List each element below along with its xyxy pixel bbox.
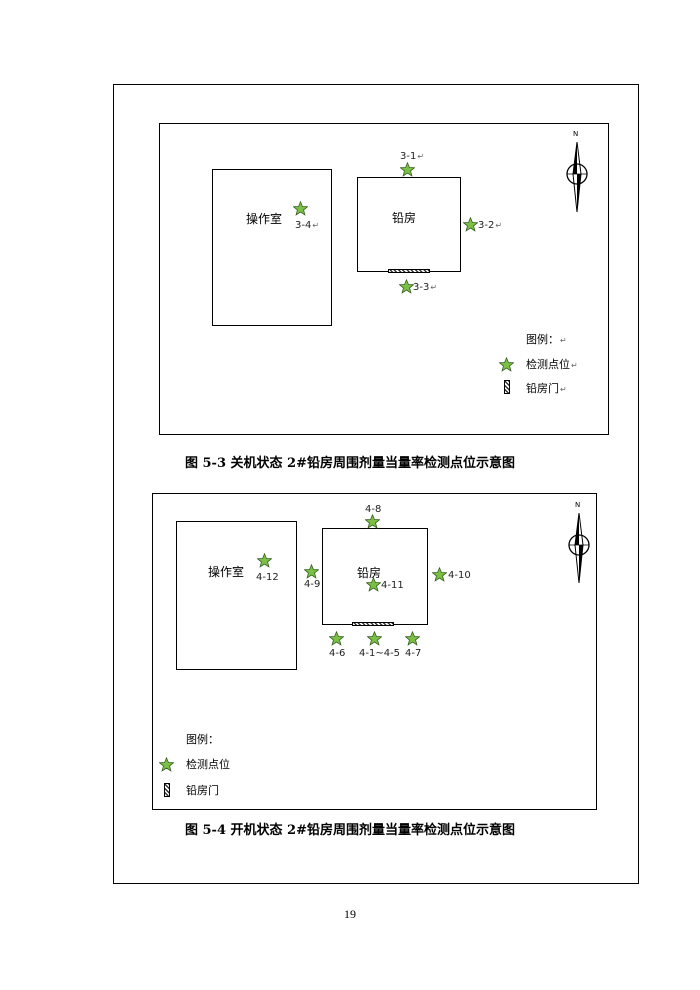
figure-caption-5-4: 图 5-4 开机状态 2#铅房周围剂量当量率检测点位示意图 xyxy=(184,823,515,838)
lead-room-door xyxy=(388,269,430,273)
legend-star-icon xyxy=(159,757,174,772)
legend-title: 图例： xyxy=(186,733,219,746)
lead-room-door xyxy=(352,622,394,626)
point-label-4-11: 4-11 xyxy=(381,580,404,591)
detection-point-star-icon xyxy=(329,631,344,646)
point-label-3-4: 3-4↵ xyxy=(295,220,320,231)
point-label-4-1-to-4-5: 4-1~4-5 xyxy=(359,648,401,659)
detection-point-star-icon xyxy=(304,564,319,579)
page-number: 19 xyxy=(344,907,356,921)
point-label-3-1: 3-1↵ xyxy=(400,151,425,162)
legend-door-label: 铅房门 xyxy=(186,784,219,797)
detection-point-star-icon xyxy=(463,217,478,232)
legend-door-label: 铅房门↵ xyxy=(526,382,567,395)
page-frame xyxy=(113,84,639,884)
compass-n-label: N xyxy=(573,130,579,138)
legend-door-icon xyxy=(504,380,510,394)
detection-point-star-icon xyxy=(432,567,447,582)
detection-point-star-icon xyxy=(405,631,420,646)
legend-door-icon xyxy=(164,783,170,797)
operation-room-label: 操作室 xyxy=(208,565,245,579)
operation-room-label: 操作室 xyxy=(246,212,283,226)
detection-point-star-icon xyxy=(365,514,380,529)
point-label-4-6: 4-6 xyxy=(329,648,346,659)
compass-n-label: N xyxy=(575,501,581,509)
north-arrow-icon xyxy=(564,505,594,585)
operation-room xyxy=(212,169,332,326)
legend-point-label: 检测点位 xyxy=(186,758,230,771)
detection-point-star-icon xyxy=(366,577,381,592)
point-label-4-12: 4-12 xyxy=(256,572,279,583)
diagram-figure-5-4: 操作室 铅房 4-8 4-9 4-10 4-11 4-12 4-6 4-1~4-… xyxy=(152,493,597,810)
detection-point-star-icon xyxy=(399,279,414,294)
legend-title: 图例：↵ xyxy=(526,333,567,346)
detection-point-star-icon xyxy=(400,162,415,177)
detection-point-star-icon xyxy=(257,553,272,568)
north-arrow-icon xyxy=(562,134,592,214)
point-label-4-10: 4-10 xyxy=(448,570,471,581)
point-label-3-3: 3-3↵ xyxy=(413,282,438,293)
lead-room xyxy=(322,528,428,625)
legend-point-label: 检测点位↵ xyxy=(526,358,578,371)
operation-room xyxy=(176,521,297,670)
lead-room-label: 铅房 xyxy=(392,211,417,225)
detection-point-star-icon xyxy=(367,631,382,646)
diagram-figure-5-3: 操作室 铅房 3-1↵ 3-2↵ 3-3↵ 3-4↵ N 图例：↵ 检测点位↵ … xyxy=(159,123,609,435)
figure-caption-5-3: 图 5-3 关机状态 2#铅房周围剂量当量率检测点位示意图 xyxy=(184,456,515,471)
lead-room-label: 铅房 xyxy=(357,566,382,580)
point-label-3-2: 3-2↵ xyxy=(478,220,503,231)
detection-point-star-icon xyxy=(293,201,308,216)
point-label-4-7: 4-7 xyxy=(405,648,422,659)
legend-star-icon xyxy=(499,357,514,372)
point-label-4-9: 4-9 xyxy=(304,579,321,590)
point-label-4-8: 4-8 xyxy=(365,504,382,515)
